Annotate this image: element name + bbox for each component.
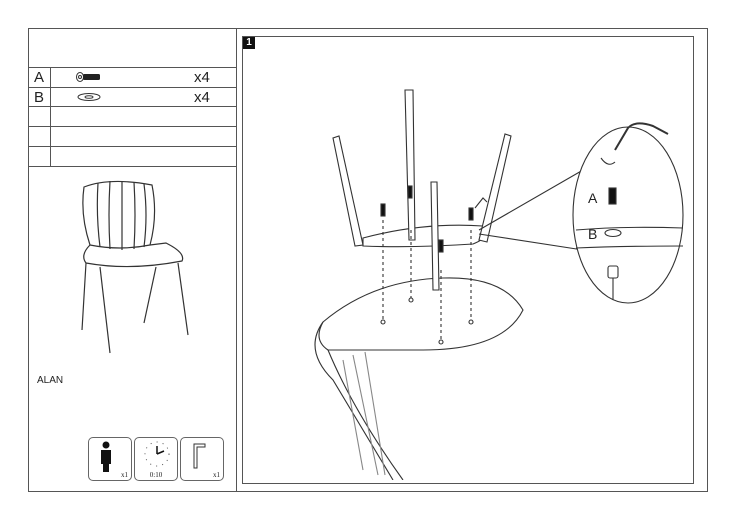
part-row-empty xyxy=(28,106,237,126)
step-frame xyxy=(242,36,694,484)
clock-icon xyxy=(144,441,170,467)
persons-badge: x1 xyxy=(88,437,132,481)
detail-label-b: B xyxy=(588,226,598,242)
tool-badge: x1 xyxy=(180,437,224,481)
part-quantity: x4 xyxy=(194,89,210,106)
product-name: ALAN xyxy=(37,375,64,386)
part-letter xyxy=(28,127,51,146)
part-letter: A xyxy=(28,68,51,87)
instruction-page-border xyxy=(28,28,708,492)
assembly-diagram xyxy=(314,89,684,480)
part-row-empty xyxy=(28,146,237,167)
allen-key-icon xyxy=(193,443,206,477)
part-row-b: B x4 xyxy=(28,87,237,107)
chair-illustration xyxy=(81,180,189,354)
part-row-empty xyxy=(28,126,237,146)
washer-icon xyxy=(77,93,101,101)
part-row-a: A x4 xyxy=(28,67,237,87)
person-icon xyxy=(101,441,111,472)
step-number: 1 xyxy=(243,37,255,49)
tool-count: x1 xyxy=(213,471,220,479)
detail-label-a: A xyxy=(588,190,598,206)
part-letter xyxy=(28,147,51,166)
part-letter xyxy=(28,107,51,126)
assembly-time: 0:10 xyxy=(149,471,163,479)
time-badge: 0:10 xyxy=(134,437,178,481)
persons-count: x1 xyxy=(121,471,128,479)
screw-icon xyxy=(76,72,100,82)
part-quantity: x4 xyxy=(194,69,210,86)
parts-column xyxy=(28,28,237,492)
part-letter: B xyxy=(28,88,51,107)
